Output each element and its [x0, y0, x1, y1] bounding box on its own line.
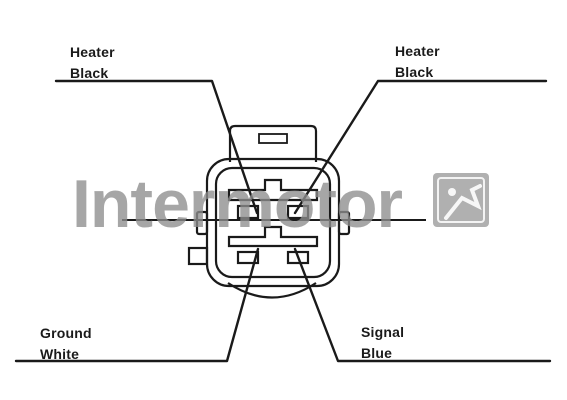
connector-bottom-arc [227, 282, 317, 299]
pin-cavity-upper [227, 178, 319, 202]
label-line2: Blue [361, 345, 393, 361]
side-tab-left [195, 210, 209, 236]
label-line2: White [40, 346, 80, 362]
label-heater-top-right: Heater Black [395, 41, 440, 83]
label-line2: Black [395, 64, 434, 80]
leader-line-bottom-right [293, 247, 552, 363]
pin-cavity-lower [227, 225, 319, 248]
pin-signal [286, 250, 310, 265]
pin-ground [236, 250, 260, 265]
connector-latch [228, 124, 318, 162]
watermark-wordmark: Intermotor [72, 166, 403, 242]
label-signal-bottom-right: Signal Blue [361, 322, 404, 364]
latch-slot [258, 133, 288, 144]
label-line1: Heater [70, 44, 115, 60]
connector [187, 124, 351, 299]
label-line2: Black [70, 65, 109, 81]
intermotor-logo-icon [433, 173, 489, 227]
label-line1: Signal [361, 324, 405, 340]
side-block-left [187, 246, 209, 266]
connector-inner-housing [214, 166, 332, 279]
side-tab-right [337, 210, 351, 236]
label-heater-top-left: Heater Black [70, 42, 115, 84]
leader-line-top-right [293, 79, 548, 215]
label-line1: Heater [395, 43, 440, 59]
pin-heater-left [236, 204, 260, 220]
label-line1: Ground [40, 325, 92, 341]
label-ground-bottom-left: Ground White [40, 323, 92, 365]
pin-heater-right [286, 204, 310, 220]
